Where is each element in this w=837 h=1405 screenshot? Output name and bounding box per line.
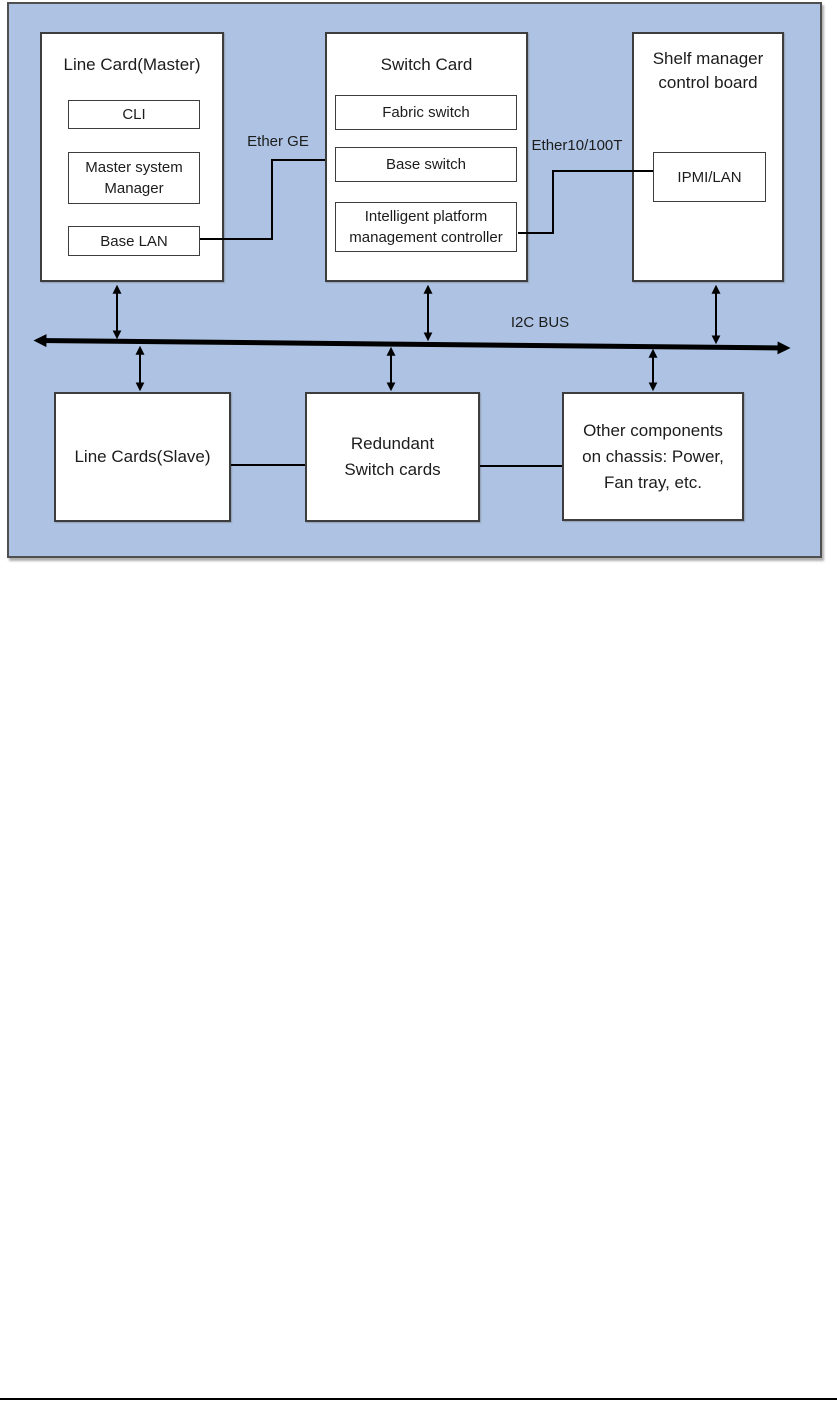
- redundant-switch-cards-box: Redundant Switch cards: [305, 392, 480, 522]
- ether-ge-label: Ether GE: [247, 133, 309, 150]
- switch-card-title: Switch Card: [380, 55, 473, 74]
- ipmi-lan-module-box: IPMI/LAN: [653, 152, 766, 202]
- other-components-box: Other components on chassis: Power, Fan …: [562, 392, 744, 521]
- i2c-bus-label: I2C BUS: [510, 314, 570, 331]
- page-footer-rule: [0, 1398, 837, 1400]
- cli-module-box: CLI: [68, 100, 200, 129]
- base-lan-module-box: Base LAN: [68, 226, 200, 256]
- ipmc-module-box: Intelligent platform management controll…: [335, 202, 517, 252]
- fabric-switch-module-box: Fabric switch: [335, 95, 517, 130]
- line-card-master-title: Line Card(Master): [63, 55, 201, 74]
- line-cards-slave-box: Line Cards(Slave): [54, 392, 231, 522]
- ether-10-100t-label: Ether10/100T: [531, 137, 623, 154]
- base-switch-module-box: Base switch: [335, 147, 517, 182]
- shelf-manager-title: Shelf manager control board: [652, 49, 764, 92]
- master-system-manager-module-box: Master system Manager: [68, 152, 200, 204]
